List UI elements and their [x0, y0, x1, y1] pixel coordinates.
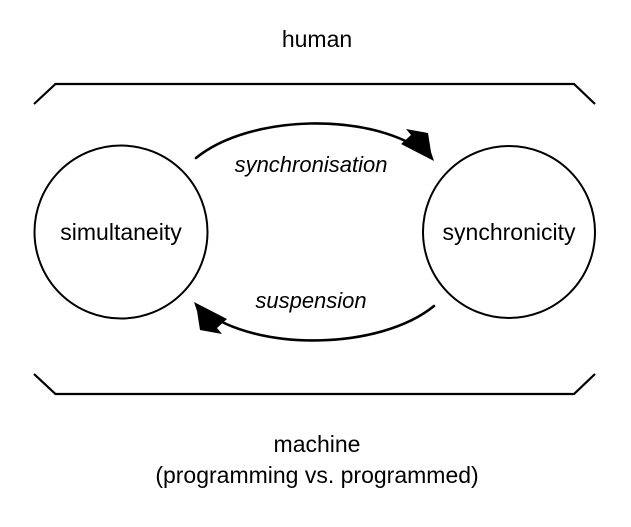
label-suspension: suspension: [255, 288, 366, 313]
label-human: human: [282, 26, 352, 52]
label-machine: machine: [274, 431, 361, 457]
node-circle-synchronicity[interactable]: [422, 145, 596, 319]
label-synchronicity: synchronicity: [443, 219, 576, 245]
label-machine-subtitle: (programming vs. programmed): [155, 462, 478, 488]
bottom-bracket: [33, 373, 596, 396]
label-synchronisation: synchronisation: [235, 152, 388, 177]
edge-arc-suspension: [202, 304, 436, 342]
label-simultaneity: simultaneity: [60, 219, 182, 245]
edge-arrowhead-synchronisation: [401, 129, 434, 161]
top-bracket: [33, 82, 596, 105]
edge-arrowhead-suspension: [194, 302, 227, 334]
node-circle-simultaneity[interactable]: [33, 144, 209, 320]
edge-arc-synchronisation: [194, 122, 426, 160]
